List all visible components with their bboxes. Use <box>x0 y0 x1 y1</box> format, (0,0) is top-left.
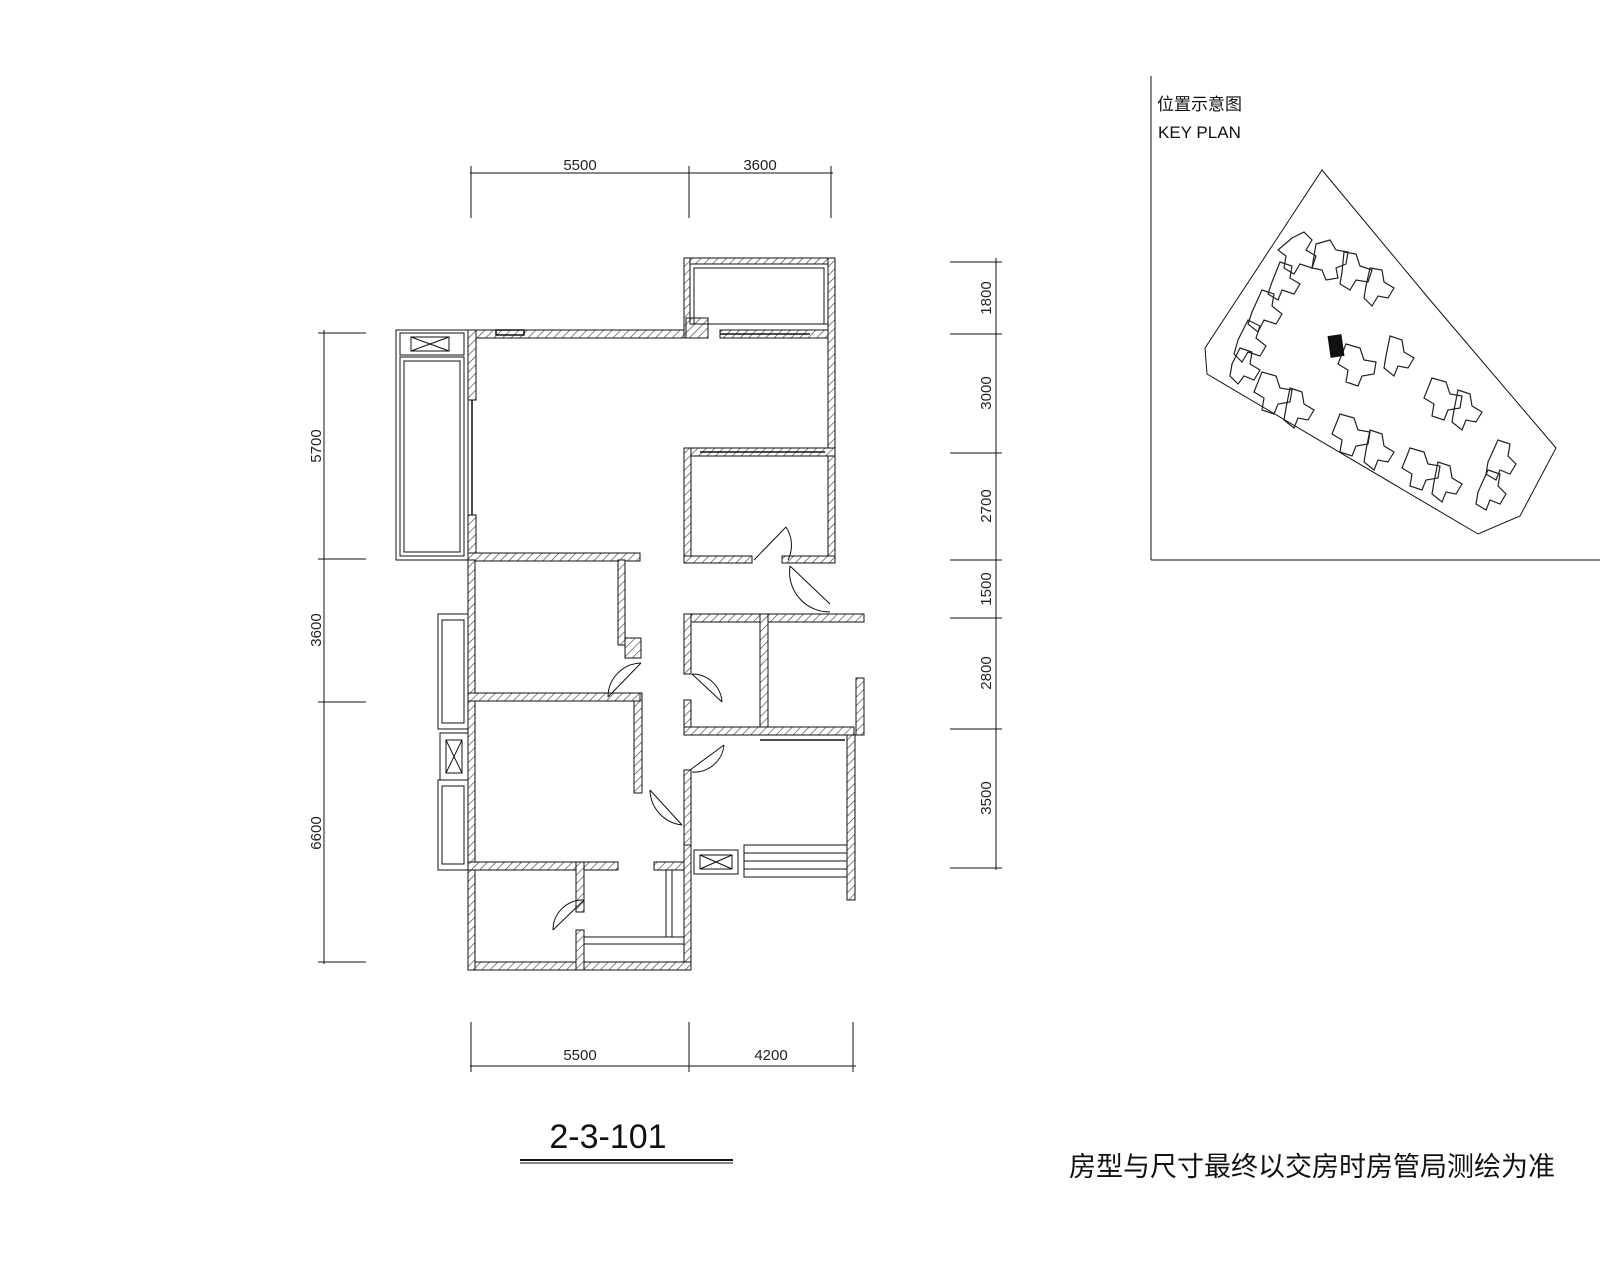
dim-top-1: 5500 <box>563 157 596 174</box>
dim-top-2: 3600 <box>743 157 776 174</box>
ac-unit-top <box>399 332 465 356</box>
doors <box>552 526 831 931</box>
dimension-right <box>950 258 1002 870</box>
highlighted-building <box>1327 334 1345 358</box>
key-plan-title-cn: 位置示意图 <box>1157 95 1242 114</box>
windows <box>471 329 845 741</box>
dim-left-3: 6600 <box>308 816 325 849</box>
key-plan: 位置示意图 KEY PLAN <box>1150 76 1600 561</box>
dim-right-2: 3000 <box>978 376 995 409</box>
balconies <box>395 263 848 945</box>
dim-right-4: 1500 <box>978 572 995 605</box>
dim-right-5: 2800 <box>978 656 995 689</box>
dim-right-3: 2700 <box>978 489 995 522</box>
unit-code-title: 2-3-101 <box>549 1118 666 1156</box>
dim-left-1: 5700 <box>308 429 325 462</box>
site-boundary <box>1204 169 1557 535</box>
key-plan-title-en: KEY PLAN <box>1158 123 1241 142</box>
dimension-bottom <box>470 1022 856 1072</box>
walls <box>467 257 865 971</box>
ac-unit-bottom <box>693 849 739 875</box>
disclaimer-note: 房型与尺寸最终以交房时房管局测绘为准 <box>1069 1152 1555 1183</box>
site-buildings <box>1229 231 1517 511</box>
dimension-top <box>470 166 833 218</box>
dimension-left <box>318 330 366 964</box>
ac-unit-left <box>439 732 469 781</box>
dim-right-1: 1800 <box>978 281 995 314</box>
dim-bottom-1: 5500 <box>563 1047 596 1064</box>
dim-bottom-2: 4200 <box>754 1047 787 1064</box>
dim-left-2: 3600 <box>308 613 325 646</box>
dim-right-6: 3500 <box>978 781 995 814</box>
